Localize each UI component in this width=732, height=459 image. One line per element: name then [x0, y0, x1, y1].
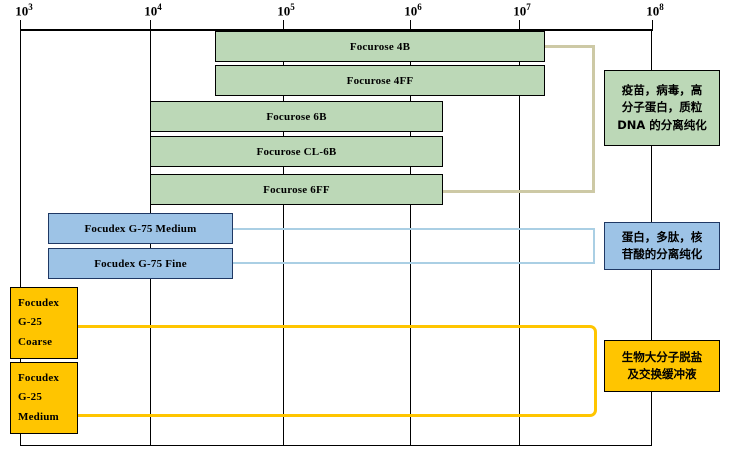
annotation-line-1: 蛋白，多肽，核	[621, 229, 703, 244]
bar-focurose-4ff[interactable]: Focurose 4FF	[215, 65, 545, 96]
axis-tick-1e8	[652, 20, 653, 30]
annotation-line-1: 疫苗，病毒，高	[621, 83, 703, 98]
axis-tick-1e5	[283, 20, 284, 30]
bar-label-line-3: Medium	[18, 410, 59, 423]
axis-tick-label-1e6: 106	[404, 2, 422, 19]
axis-tick-label-1e4: 104	[144, 2, 162, 19]
axis-tick-1e7	[519, 20, 520, 30]
bar-focudex-g25-medium[interactable]: Focudex G-25 Medium	[10, 362, 78, 434]
bar-label-line-1: Focudex	[18, 372, 60, 385]
annotation-line-3: DNA 的分离纯化	[617, 117, 707, 132]
axis-tick-label-1e8: 108	[646, 2, 664, 19]
axis-tick-1e6	[410, 20, 411, 30]
bar-label-line-2: G-25	[18, 391, 43, 404]
annotation-line-1: 生物大分子脱盐	[621, 349, 703, 364]
bar-focudex-g75-medium[interactable]: Focudex G-75 Medium	[48, 213, 233, 244]
bar-focurose-6b[interactable]: Focurose 6B	[150, 101, 443, 132]
bar-label-line-3: Coarse	[18, 335, 53, 348]
bar-focurose-4b[interactable]: Focurose 4B	[215, 31, 545, 62]
bar-label-line-1: Focudex	[18, 297, 60, 310]
connector-bracket-agarose-bottom	[443, 190, 595, 193]
axis-tick-1e4	[150, 20, 151, 30]
annotation-line-2: 苷酸的分离纯化	[621, 247, 703, 261]
bar-label-line-2: G-25	[18, 316, 43, 329]
axis-tick-label-1e5: 105	[277, 2, 295, 19]
annotation-line-2: 分子蛋白，质粒	[621, 100, 703, 115]
annotation-dextran-g25-applications: 生物大分子脱盐 及交换缓冲液	[604, 340, 720, 392]
bar-focudex-g75-fine[interactable]: Focudex G-75 Fine	[48, 248, 233, 279]
annotation-dextran-g75-applications: 蛋白，多肽，核 苷酸的分离纯化	[604, 222, 720, 270]
gridline-1e5	[283, 30, 284, 446]
gridline-1e6	[410, 30, 411, 446]
axis-tick-label-1e3: 103	[15, 2, 33, 19]
annotation-agarose-applications: 疫苗，病毒，高 分子蛋白，质粒 DNA 的分离纯化	[604, 70, 720, 146]
bar-focudex-g25-coarse[interactable]: Focudex G-25 Coarse	[10, 287, 78, 359]
annotation-line-2: 及交换缓冲液	[627, 367, 697, 381]
axis-tick-label-1e7: 107	[513, 2, 531, 19]
connector-bracket-dextran-g75	[233, 228, 595, 264]
bar-focurose-cl-6b[interactable]: Focurose CL-6B	[150, 136, 443, 167]
gridline-1e7	[519, 30, 520, 446]
connector-bracket-dextran-g25	[78, 325, 597, 417]
axis-tick-1e3	[20, 20, 21, 30]
connector-bracket-agarose-top	[545, 45, 595, 193]
bar-focurose-6ff[interactable]: Focurose 6FF	[150, 174, 443, 205]
